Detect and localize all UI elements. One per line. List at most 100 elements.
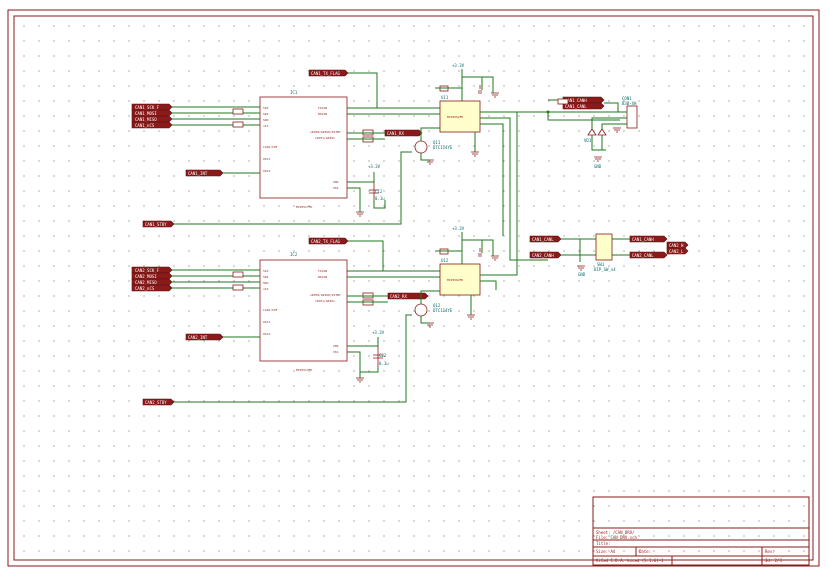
label-can1-mosi-text: CAN1_MOSI (135, 111, 157, 116)
sheet-border (7, 9, 820, 567)
label-can2-int[interactable] (185, 333, 224, 341)
top-channel: IC1 MCP2517FD SCK SDI SDO nCS CLKO/SOF O… (131, 63, 620, 261)
label-can2-sck-text: CAN2_SCK_F (135, 268, 160, 273)
ic2-body[interactable] (259, 259, 348, 362)
label-can1-sck[interactable] (131, 103, 173, 111)
label-can1-stby-text: CAN1_STBY (145, 222, 167, 227)
label-can1-miso[interactable] (131, 115, 173, 123)
label-can2-miso[interactable] (131, 278, 173, 286)
q12-emitter-wire (420, 316, 430, 324)
q12-ref: Q12 (433, 303, 441, 308)
ic2-pin-osc2: OSC2 (263, 332, 270, 336)
bottom-mcu-labels: CAN2_SCK_F CAN2_MOSI CAN2_MISO CAN2_nCS (131, 266, 173, 292)
connector-con1: CAN1_CANH CAN1_CANL CON1 B3B-XH VD1 GND (548, 96, 638, 169)
u11-ref: U11 (441, 95, 449, 100)
label-term-can2l[interactable] (629, 251, 668, 259)
term-gnd (577, 265, 585, 271)
ic1-pin-sdo: SDO (263, 118, 269, 122)
top-cap-ref: C12 (375, 189, 383, 194)
ic1-pin-rxcan: RXCAN (318, 112, 327, 116)
ic1-pin-sdi: SDI (263, 112, 269, 116)
top-bus-wires (480, 111, 620, 261)
u11-power-gnd (491, 92, 499, 98)
label-term-can1l-text: CAN1_CANL (532, 237, 554, 242)
ic1-body[interactable] (259, 96, 348, 199)
u11-body[interactable] (439, 100, 481, 133)
top-cap-gnd-wire (373, 200, 386, 209)
q11-part: DTC114YE (433, 145, 453, 150)
q11-emitter-wire (420, 153, 430, 161)
ic1-pin-clko: CLKO/SOF (263, 145, 278, 149)
label-can2-ncs[interactable] (131, 284, 173, 292)
ic1-pin-vdd: VDD (333, 180, 339, 184)
label-can1-int[interactable] (185, 169, 224, 177)
q11-body[interactable] (414, 140, 428, 154)
tb-rev: Rev: (765, 549, 775, 554)
label-term-can2h[interactable] (529, 251, 562, 259)
bottom-txrx-wires (347, 270, 440, 278)
con1-body[interactable] (626, 105, 638, 129)
ic1-pin-int1: nINT1/GPIO1 (315, 136, 335, 140)
r-top-spi-1 (232, 108, 244, 115)
tb-sheet: Sheet: /CAN_DRV/ (596, 530, 635, 535)
label-can2-int-text: CAN2_INT (188, 335, 208, 340)
q12-body[interactable] (414, 303, 428, 317)
ic2-pin-clko: CLKO/SOF (263, 308, 278, 312)
term-right-wires (612, 238, 630, 256)
label-can2-tx-flag[interactable] (308, 237, 349, 245)
label-can1-tx-flag[interactable] (308, 69, 349, 77)
tvs-wires (591, 117, 620, 129)
term-gnd-label: GND (578, 272, 586, 277)
title-block: Sheet: /CAN_DRV/ File: CAN_DRV.sch Title… (592, 496, 810, 566)
r-top-spi-2 (232, 121, 244, 128)
bottom-channel: IC2 MCP2517FD SCK SDI SDO nCS CLKO/SOF O… (131, 112, 518, 406)
label-can2-mosi-text: CAN2_MOSI (135, 274, 157, 279)
tb-kicad: KiCad E.D.A. kicad (5.1.6)-1 (596, 558, 664, 563)
label-can2-mosi[interactable] (131, 272, 173, 280)
q12-collector-wire (420, 290, 440, 304)
top-gnd-symbol (356, 211, 364, 217)
con1-ref: CON1 (622, 96, 632, 101)
con-pin-gnd (613, 127, 621, 133)
u11-part: MCP2562FD (447, 115, 463, 119)
tvs-gnd-wire (591, 135, 606, 151)
ic1-pin-txcan: TXCAN (318, 106, 327, 110)
u12-gnd-wire (482, 239, 494, 256)
vd1-ref: VD1 (584, 138, 592, 143)
label-can2-tx-flag-text: CAN2_TX_FLAG (311, 239, 340, 244)
top-cap-value: 0.1u (375, 196, 385, 201)
q11-collector-wire (420, 127, 440, 141)
top-txrx-wires (347, 107, 440, 115)
con-gnd-symbol (594, 156, 602, 162)
label-can1-ncs[interactable] (131, 121, 173, 129)
label-can2-rx[interactable] (387, 292, 429, 300)
label-can1-stby[interactable] (142, 220, 175, 228)
label-term-can1l[interactable] (529, 235, 562, 243)
label-can1-ncs-text: CAN1_nCS (135, 123, 155, 128)
u12-body[interactable] (439, 263, 481, 296)
label-can2-sck[interactable] (131, 266, 173, 274)
label-out-can2l[interactable] (666, 247, 689, 255)
bottom-txflag-wire (348, 240, 384, 271)
sw1-body[interactable] (595, 233, 613, 261)
con-gnd-label: GND (594, 164, 602, 169)
label-can1-mosi[interactable] (131, 109, 173, 117)
bottom-stby-wire (174, 314, 412, 403)
u12-ref: U12 (441, 258, 449, 263)
u12-decap (478, 248, 482, 257)
bottom-spi-wires (172, 269, 260, 289)
u12-power-gnd (491, 255, 499, 261)
bottom-cap-symbol (373, 346, 383, 368)
tb-size: Size: A4 (596, 549, 616, 554)
ic2-pin-osc1: OSC1 (263, 320, 270, 324)
label-out-can2h[interactable] (666, 241, 689, 249)
label-term-can2h-text: CAN2_CANH (532, 253, 554, 258)
label-con-canl[interactable] (562, 102, 605, 110)
ic1-pin-ncs: nCS (263, 124, 269, 128)
term-left-wires (561, 238, 596, 262)
label-term-can1h[interactable] (629, 235, 668, 243)
bottom-cap-gnd-wire (360, 368, 379, 373)
label-can2-stby[interactable] (142, 398, 175, 406)
